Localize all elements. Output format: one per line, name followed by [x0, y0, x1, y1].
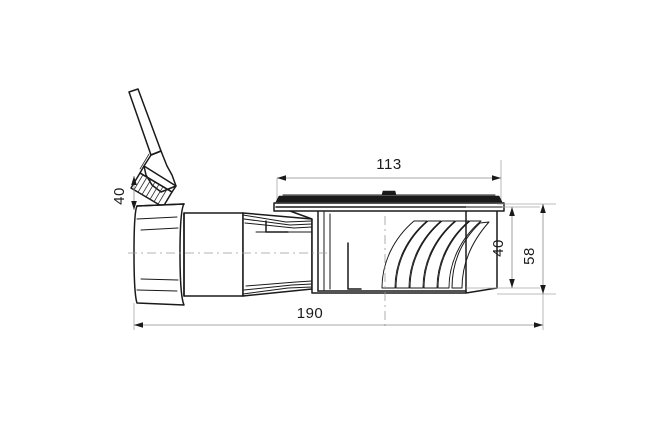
pipe-collar-rings: [136, 216, 179, 292]
cleaning-brush: [128, 88, 177, 208]
dimension-height-40-left: 40: [111, 176, 137, 210]
pipe-taper-striations-bottom: [242, 280, 313, 295]
dimension-label-190: 190: [297, 305, 324, 322]
dimension-width-113: 113: [276, 156, 502, 205]
dimension-label-40-right: 40: [490, 239, 507, 257]
internal-fins: [381, 220, 490, 289]
dimension-label-40-left: 40: [111, 187, 128, 205]
dimension-length-190: 190: [133, 294, 544, 330]
dimension-label-58: 58: [521, 247, 538, 265]
outlet-pipe: [133, 203, 319, 306]
grate-lid: [273, 190, 505, 212]
pipe-taper-striations-top: [242, 214, 313, 229]
dimension-height-40-right: 40: [466, 206, 540, 289]
brush-bristles: [133, 175, 167, 205]
dimension-label-113: 113: [376, 156, 401, 173]
dimension-height-58-right: 58: [497, 203, 556, 295]
drain-body: [278, 206, 498, 294]
